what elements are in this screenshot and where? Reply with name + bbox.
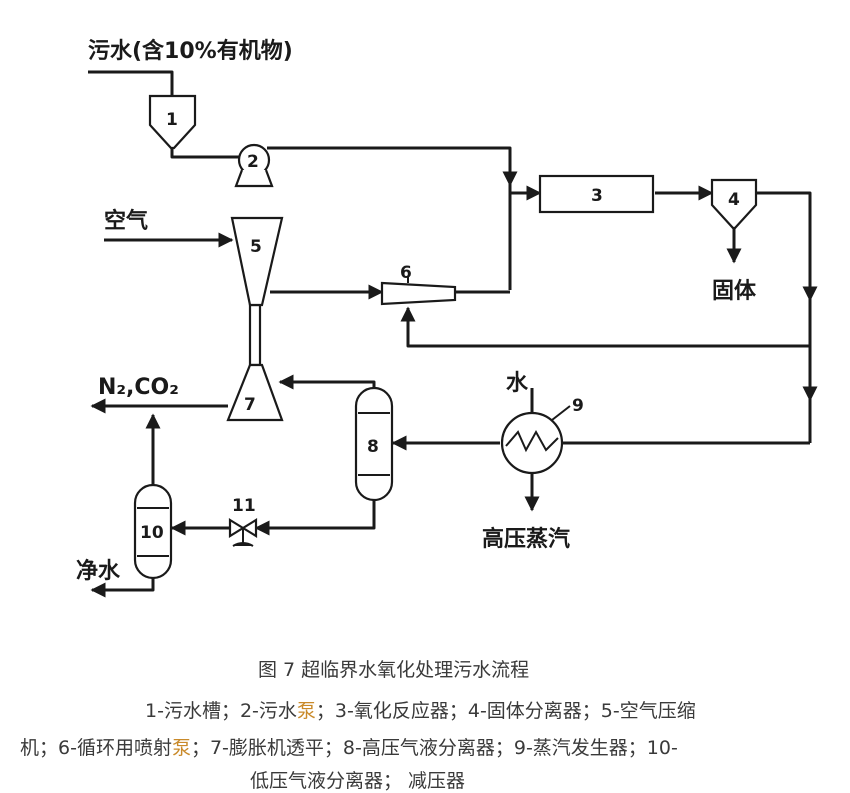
- unit-2-label: 2: [247, 152, 259, 172]
- unit-3-label: 3: [591, 186, 603, 206]
- unit-10-lp-separator: 10: [133, 483, 173, 580]
- unit-1-label: 1: [166, 110, 178, 130]
- unit-8-hp-separator: 8: [354, 386, 394, 502]
- unit-7-label: 7: [244, 395, 256, 415]
- process-flow-diagram: 1 2 3 4 5 6 7 8 9: [76, 38, 818, 598]
- unit-5-air-compressor: 5: [230, 216, 284, 307]
- caption-accent-pump-2: 泵: [171, 737, 191, 759]
- unit-10-label: 10: [140, 523, 164, 543]
- solid-outlet-label: 固体: [712, 279, 757, 304]
- unit-9-label: 9: [572, 396, 584, 416]
- unit-7-expander-turbine: 7: [226, 363, 284, 422]
- unit-8-label: 8: [367, 437, 379, 457]
- unit-5-label: 5: [250, 237, 262, 257]
- sewage-inlet-label: 污水(含10%有机物): [88, 38, 293, 64]
- water-inlet-label: 水: [506, 371, 529, 396]
- caption-line-2: 机；6-循环用喷射泵；7-膨胀机透平；8-高压气液分离器；9-蒸汽发生器；10-: [20, 737, 678, 759]
- air-inlet-label: 空气: [104, 208, 148, 234]
- unit-6-label: 6: [400, 263, 412, 283]
- unit-4-solid-separator: 4: [710, 178, 758, 230]
- unit-6-ejector-pump: 6: [380, 263, 457, 306]
- unit-1-sewage-tank: 1: [148, 94, 197, 150]
- caption-line-1: 1-污水槽；2-污水泵；3-氧化反应器；4-固体分离器；5-空气压缩: [145, 700, 696, 722]
- unit-4-label: 4: [728, 190, 740, 210]
- unit-2-sewage-pump: 2: [234, 143, 274, 188]
- caption-accent-pump-1: 泵: [296, 700, 316, 722]
- unit-11-pressure-reducer: 11: [228, 496, 258, 547]
- caption-line-3: 低压气液分离器； 减压器: [250, 770, 466, 792]
- unit-9-steam-generator: 9: [500, 396, 584, 475]
- hp-steam-outlet-label: 高压蒸汽: [482, 526, 570, 552]
- figure-title: 图 7 超临界水氧化处理污水流程: [258, 659, 530, 681]
- pipe-lines: [88, 70, 818, 598]
- n2-co2-outlet-label: N₂,CO₂: [98, 375, 179, 400]
- unit-3-oxidation-reactor: 3: [538, 174, 655, 214]
- unit-11-label: 11: [232, 496, 256, 516]
- clean-water-outlet-label: 净水: [76, 558, 121, 584]
